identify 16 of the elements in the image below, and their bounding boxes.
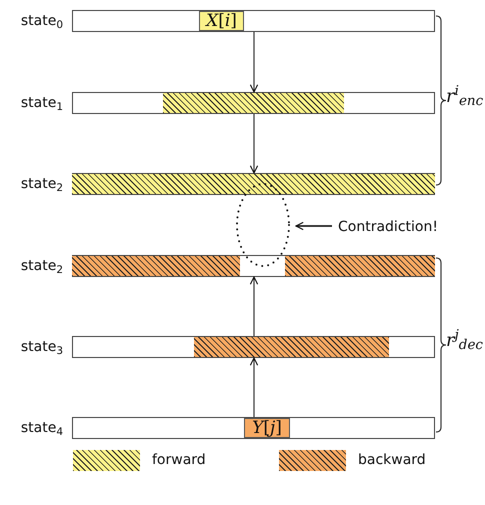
state-label: state$_{1}$ [20,94,63,114]
state-label: state$_{2}$ [20,175,63,195]
arrow [295,222,332,230]
input-cell: X[i] [199,11,244,31]
annotation-text: Contradiction! [338,218,438,236]
state-label: state$_{0}$ [20,12,63,32]
arrow [250,357,258,418]
legend-text: backward [358,451,426,470]
arrow [250,32,258,93]
arrow [250,276,258,336]
state-label: state$_{3}$ [20,338,63,358]
input-cell: Y[j] [244,418,290,438]
arrow [250,114,258,174]
state-label: state$_{2}$ [20,257,63,277]
legend-text: forward [152,451,206,470]
state-label: state$_{4}$ [20,419,63,439]
